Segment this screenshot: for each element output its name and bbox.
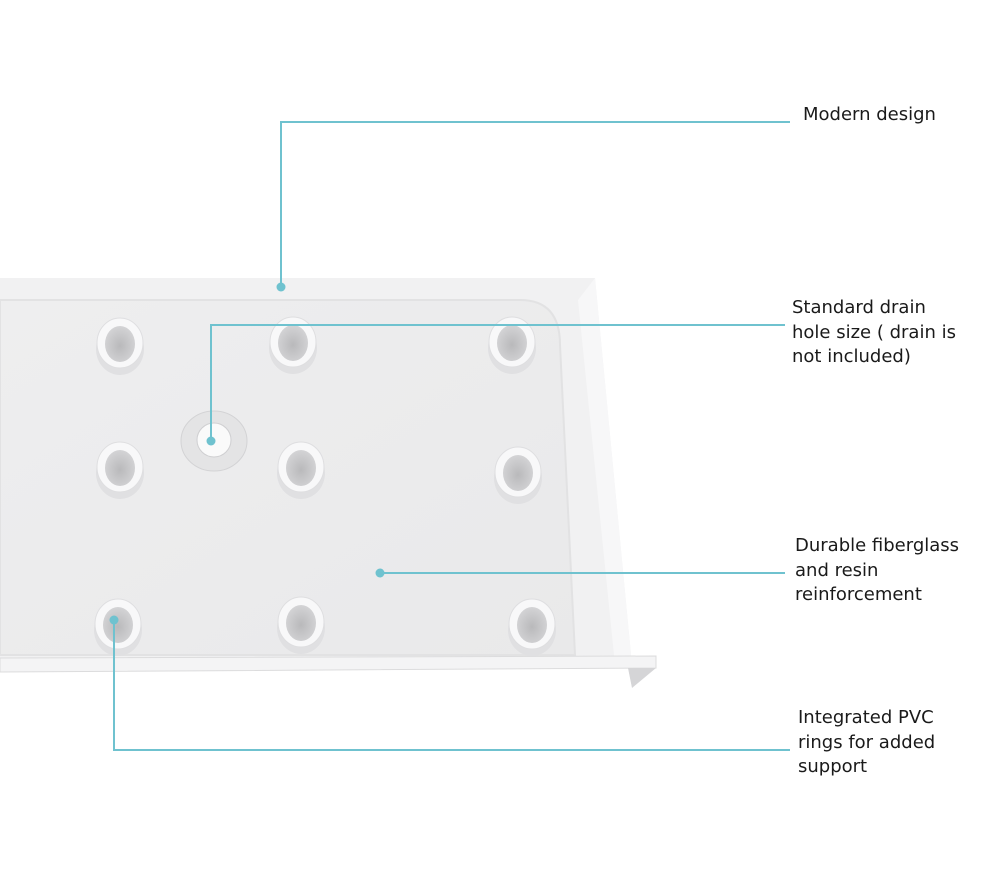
callout-modern-design: Modern design (803, 104, 936, 125)
leader-dot (206, 436, 216, 446)
pvc-ring (277, 596, 325, 654)
callout-leaders (109, 121, 790, 751)
pvc-ring (508, 598, 556, 656)
pvc-ring (94, 598, 142, 656)
pvc-ring (96, 441, 144, 499)
pvc-ring (494, 446, 542, 504)
pvc-ring (96, 317, 144, 375)
callout-drain-hole: Standard drain hole size ( drain is not … (792, 297, 956, 367)
leader-dot (276, 282, 286, 292)
leader-fiberglass (375, 568, 785, 578)
pvc-ring (277, 441, 325, 499)
leader-dot (375, 568, 385, 578)
leader-dot (109, 615, 119, 625)
leader-pvc-rings (109, 615, 790, 751)
pvc-ring (269, 316, 317, 374)
leader-drain-hole (206, 324, 785, 446)
leader-modern-design (276, 121, 790, 292)
callout-fiberglass: Durable fiberglass and resin reinforceme… (795, 535, 960, 605)
pvc-ring (488, 316, 536, 374)
pvc-rings (94, 316, 556, 656)
callout-pvc-rings: Integrated PVC rings for added support (798, 707, 936, 777)
